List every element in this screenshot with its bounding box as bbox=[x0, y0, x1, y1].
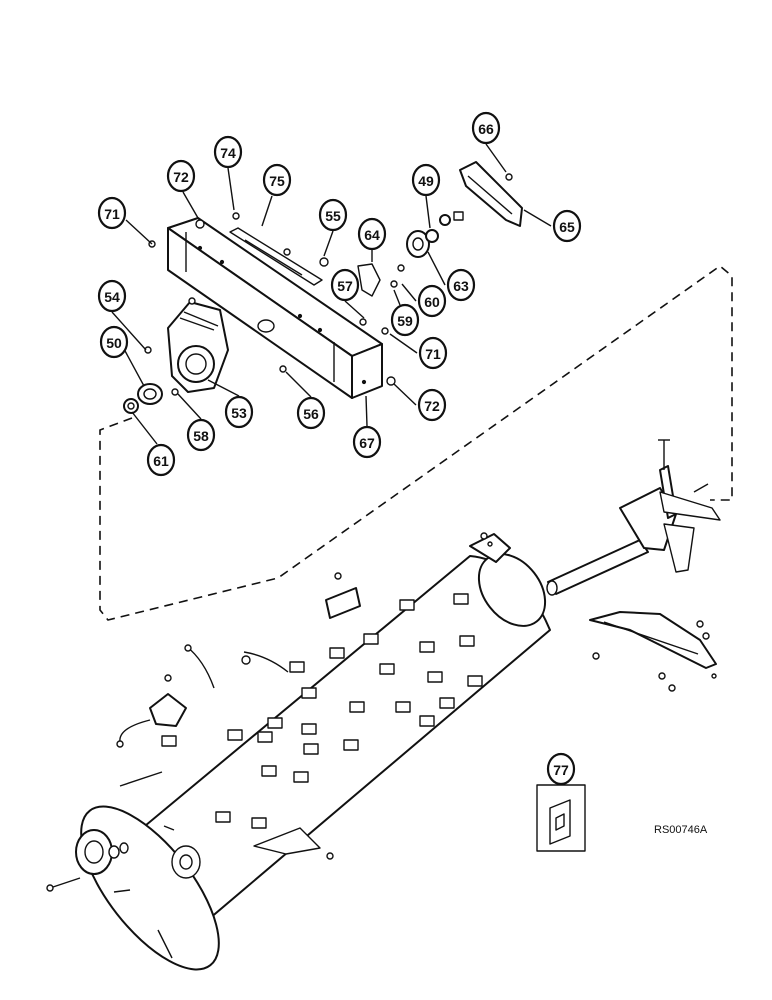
callout-circle bbox=[552, 209, 582, 243]
callout-74: 74 bbox=[213, 135, 243, 169]
bracket bbox=[357, 263, 381, 297]
callout-60: 60 bbox=[417, 284, 447, 318]
callout-label: 65 bbox=[559, 219, 575, 235]
callout-circle bbox=[330, 268, 360, 302]
callout-54: 54 bbox=[97, 279, 127, 313]
reference-code: RS00746A bbox=[654, 824, 708, 836]
side-skid bbox=[589, 611, 717, 692]
callout-71: 71 bbox=[418, 336, 448, 370]
callout-label: 58 bbox=[193, 428, 209, 444]
callout-circle bbox=[418, 336, 448, 370]
callout-55: 55 bbox=[318, 198, 348, 232]
hardware bbox=[144, 173, 513, 396]
callout-58: 58 bbox=[186, 418, 216, 452]
strap bbox=[229, 227, 323, 286]
callout-circle bbox=[146, 443, 176, 477]
callout-circle bbox=[318, 198, 348, 232]
callout-label: 72 bbox=[173, 169, 189, 185]
callout-label: 57 bbox=[337, 278, 353, 294]
callout-label: 63 bbox=[453, 278, 469, 294]
callout-circle bbox=[417, 284, 447, 318]
callout-72: 72 bbox=[166, 159, 196, 193]
bearing-housing bbox=[167, 301, 229, 393]
callout-53: 53 bbox=[224, 395, 254, 429]
callout-56: 56 bbox=[296, 396, 326, 430]
reference-decal-box bbox=[536, 784, 586, 852]
callout-label: 75 bbox=[269, 173, 285, 189]
callout-circle bbox=[357, 217, 387, 251]
callout-leaders bbox=[111, 143, 552, 445]
support-channel bbox=[167, 217, 383, 399]
callout-circle bbox=[213, 135, 243, 169]
callout-circle bbox=[97, 196, 127, 230]
callout-67: 67 bbox=[352, 425, 382, 459]
callout-57: 57 bbox=[330, 268, 360, 302]
callout-circle bbox=[97, 279, 127, 313]
callout-label: 50 bbox=[106, 335, 122, 351]
callout-label: 60 bbox=[424, 294, 440, 310]
callout-59: 59 bbox=[390, 303, 420, 337]
drum-bolts bbox=[116, 644, 289, 748]
callout-circle bbox=[417, 388, 447, 422]
callout-label: 56 bbox=[303, 406, 319, 422]
callout-circle bbox=[352, 425, 382, 459]
callout-circle bbox=[411, 163, 441, 197]
callout-71: 71 bbox=[97, 196, 127, 230]
bearing bbox=[123, 383, 163, 414]
callout-label: 55 bbox=[325, 208, 341, 224]
callout-circle bbox=[186, 418, 216, 452]
callout-label: 72 bbox=[424, 398, 440, 414]
callout-50: 50 bbox=[99, 325, 129, 359]
callout-label: 61 bbox=[153, 453, 169, 469]
callout-circle bbox=[546, 752, 576, 786]
callout-label: 77 bbox=[553, 762, 569, 778]
dashed-assembly-line bbox=[99, 264, 733, 621]
callout-label: 71 bbox=[104, 206, 120, 222]
callout-64: 64 bbox=[357, 217, 387, 251]
callout-group: 49 50 53 54 55 56 57 58 59 60 61 63 64 65 66 67 71 71 72 72… bbox=[97, 111, 582, 786]
callout-label: 59 bbox=[397, 313, 413, 329]
callout-label: 64 bbox=[364, 227, 380, 243]
shaft-assembly bbox=[546, 439, 721, 596]
callout-circle bbox=[166, 159, 196, 193]
callout-circle bbox=[390, 303, 420, 337]
callout-label: 71 bbox=[425, 346, 441, 362]
rotor-drum bbox=[80, 553, 551, 971]
guard-plate bbox=[459, 161, 523, 227]
callout-66: 66 bbox=[471, 111, 501, 145]
callout-circle bbox=[99, 325, 129, 359]
callout-label: 67 bbox=[359, 435, 375, 451]
callout-circle bbox=[296, 396, 326, 430]
callout-label: 54 bbox=[104, 289, 120, 305]
callout-label: 53 bbox=[231, 405, 247, 421]
end-hub bbox=[46, 829, 129, 892]
callout-63: 63 bbox=[446, 268, 476, 302]
drum-paddles bbox=[161, 593, 483, 829]
callout-circle bbox=[446, 268, 476, 302]
callout-label: 49 bbox=[418, 173, 434, 189]
callout-label: 66 bbox=[478, 121, 494, 137]
sprocket bbox=[406, 211, 464, 258]
callout-label: 74 bbox=[220, 145, 236, 161]
callout-72: 72 bbox=[417, 388, 447, 422]
callout-77: 77 bbox=[546, 752, 576, 786]
callout-circle bbox=[471, 111, 501, 145]
drum-parts bbox=[149, 532, 511, 860]
callout-65: 65 bbox=[552, 209, 582, 243]
callout-circle bbox=[262, 163, 292, 197]
callout-49: 49 bbox=[411, 163, 441, 197]
callout-61: 61 bbox=[146, 443, 176, 477]
callout-75: 75 bbox=[262, 163, 292, 197]
callout-circle bbox=[224, 395, 254, 429]
